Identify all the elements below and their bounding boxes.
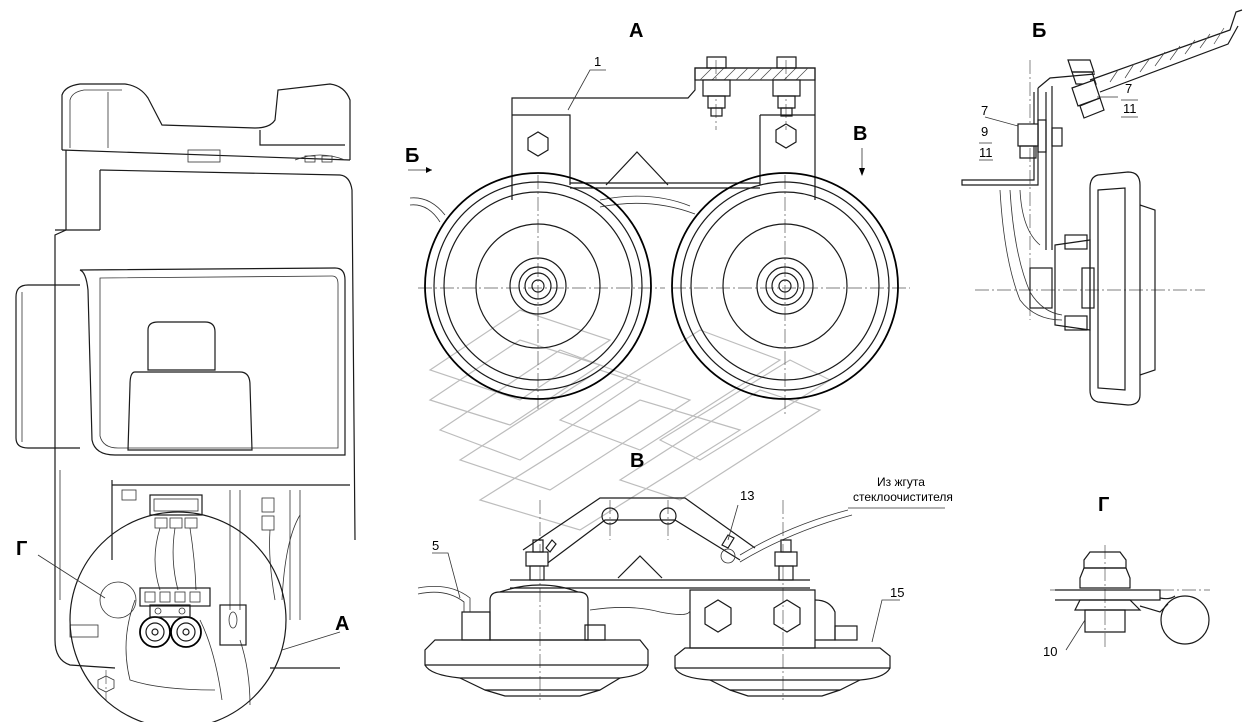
view-g-detail xyxy=(1050,545,1210,651)
callout-labels: 1 5 7 9 11 7 11 10 13 15 Г А xyxy=(16,54,1138,659)
callout-1: 1 xyxy=(594,54,601,69)
callout-13: 13 xyxy=(740,488,754,503)
watermark-logo xyxy=(428,309,832,531)
note-line-2: стеклоочистителя xyxy=(853,490,953,504)
callout-5: 5 xyxy=(432,538,439,553)
callout-10: 10 xyxy=(1043,644,1057,659)
callout-11b: 11 xyxy=(1123,101,1137,116)
cab-side-view xyxy=(15,83,356,722)
arrow-label-b: Б xyxy=(405,145,419,167)
view-label-b: Б xyxy=(1032,20,1046,42)
view-label-g: Г xyxy=(1098,494,1109,516)
view-arrows: Б В xyxy=(405,123,867,167)
view-labels: А Б В Г xyxy=(629,20,1109,516)
callout-9: 9 xyxy=(981,124,988,139)
view-a-front xyxy=(408,56,910,415)
view-label-v: В xyxy=(630,450,644,472)
callout-15: 15 xyxy=(890,585,904,600)
note-line-1: Из жгута xyxy=(877,475,925,489)
view-v-top xyxy=(417,497,945,700)
cab-callout-g: Г xyxy=(16,538,27,560)
harness-note: Из жгута стеклоочистителя xyxy=(853,475,953,504)
cab-callout-a: А xyxy=(335,613,349,635)
arrow-label-v: В xyxy=(853,123,867,145)
view-label-a: А xyxy=(629,20,643,42)
callout-7b: 7 xyxy=(1125,81,1132,96)
callout-7: 7 xyxy=(981,103,988,118)
callout-11: 11 xyxy=(979,145,993,160)
view-b-side xyxy=(961,9,1243,406)
